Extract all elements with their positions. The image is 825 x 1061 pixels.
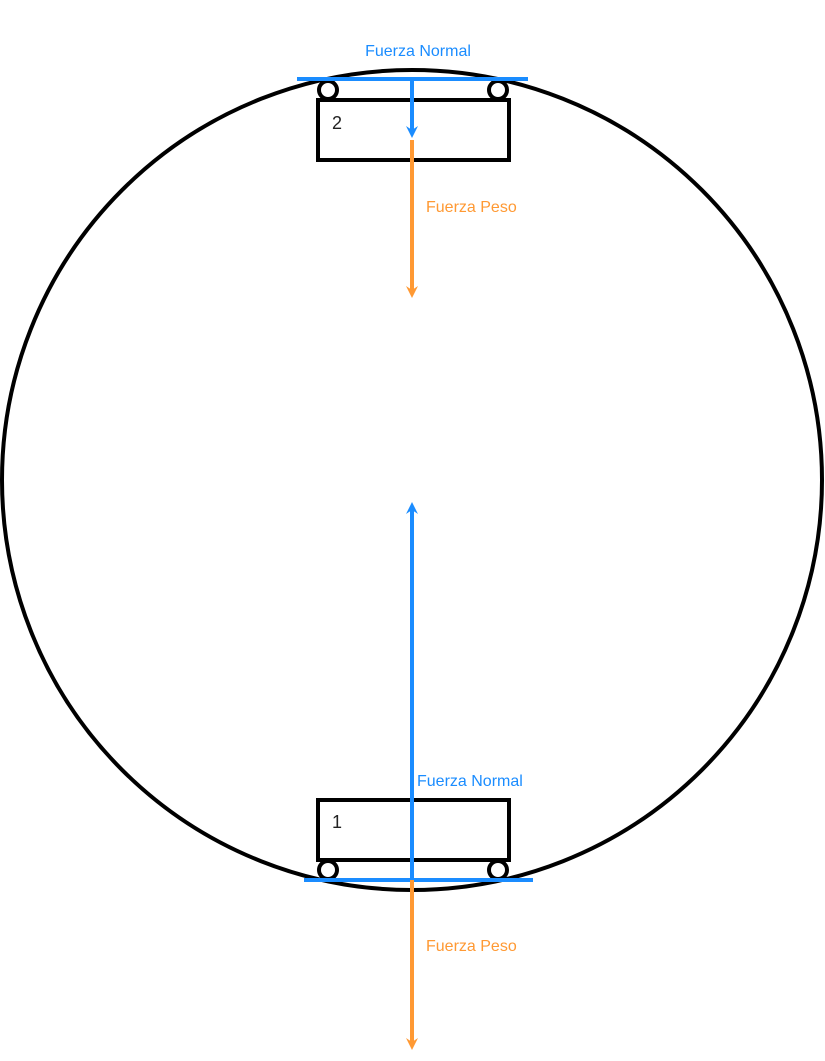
top-car-wheel-left	[317, 79, 339, 101]
top-car-wheel-right	[487, 79, 509, 101]
top-normal-label: Fuerza Normal	[365, 43, 471, 60]
bottom-car-wheel-right	[487, 859, 509, 881]
bottom-weight-label: Fuerza Peso	[426, 938, 517, 955]
top-weight-label: Fuerza Peso	[426, 199, 517, 216]
bottom-normal-label: Fuerza Normal	[417, 773, 523, 790]
top-car-number: 2	[332, 113, 342, 133]
bottom-car-wheel-left	[317, 859, 339, 881]
bottom-car-number: 1	[332, 812, 342, 832]
